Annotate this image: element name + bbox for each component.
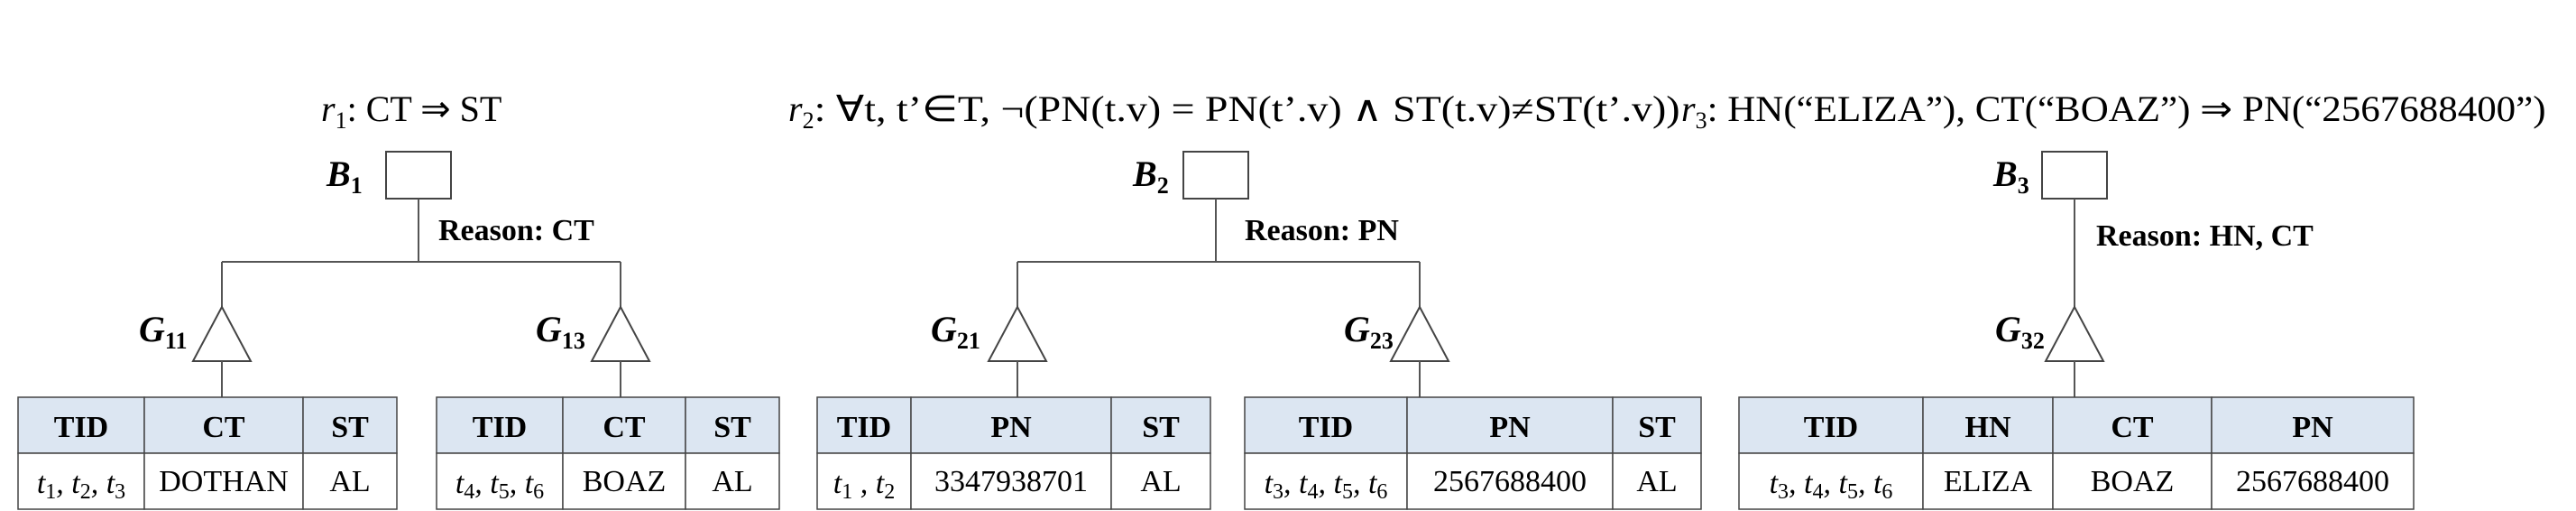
tree-b2-edges [1017, 199, 1421, 307]
value-cell: 3347938701 [934, 465, 1088, 498]
table-header-cell [1244, 396, 1408, 454]
table-header-cell [436, 396, 564, 454]
value-cell: AL [329, 465, 370, 498]
table-g23: TID PN ST t3, t4, t5, t6 2567688400 AL [1244, 396, 1702, 510]
value-cell: BOAZ [2091, 465, 2175, 498]
value-cell: AL [1140, 465, 1181, 498]
table-cell [2052, 452, 2213, 510]
col-header-pn: PN [2292, 411, 2333, 444]
table-cell [143, 452, 304, 510]
col-header-hn: HN [1965, 411, 2011, 444]
tid-cell: t3, t4, t5, t6 [1770, 467, 1893, 504]
group-g11-node [191, 304, 253, 362]
reason-b2: Reason: PN [1245, 214, 1399, 247]
value-cell: BOAZ [583, 465, 667, 498]
col-header-tid: TID [1299, 411, 1353, 444]
rule-r3: r3: HN(“ELIZA”), CT(“BOAZ”) ⇒ PN(“256768… [1681, 88, 2546, 134]
col-header-tid: TID [54, 411, 108, 444]
table-cell [436, 452, 564, 510]
table-cell [816, 452, 912, 510]
table-cell [910, 452, 1112, 510]
group-g32-node [2044, 304, 2105, 362]
table-g32: TID HN CT PN t3, t4, t5, t6 ELIZA BOAZ 2… [1738, 396, 2415, 510]
col-header-st: ST [1142, 411, 1180, 444]
tree-b2-leaf-edges [1017, 361, 1421, 397]
table-header-cell [685, 396, 780, 454]
tid-cell: t1 , t2 [833, 467, 895, 504]
tid-cell: t1, t2, t3 [37, 467, 125, 504]
rule-r2: r2: ∀t, t’∈T, ¬(PN(t.v) = PN(t’.v) ∧ ST(… [788, 88, 1680, 134]
block-b1-label: B1 [326, 153, 363, 199]
table-cell [302, 452, 398, 510]
table-cell [562, 452, 686, 510]
col-header-tid: TID [1804, 411, 1858, 444]
table-header-cell [2211, 396, 2415, 454]
table-cell [1738, 452, 1924, 510]
col-header-ct: CT [202, 411, 245, 444]
table-cell [2211, 452, 2415, 510]
value-cell: AL [712, 465, 752, 498]
tree-b1-edges [221, 199, 621, 307]
table-header-cell [1406, 396, 1614, 454]
table-cell [17, 452, 145, 510]
reason-b1: Reason: CT [438, 214, 594, 247]
value-cell: 2567688400 [1433, 465, 1587, 498]
block-b1-box [385, 151, 452, 200]
col-header-tid: TID [837, 411, 891, 444]
tid-cell: t3, t4, t5, t6 [1265, 467, 1388, 504]
col-header-st: ST [331, 411, 369, 444]
group-g11-label: G11 [139, 309, 187, 354]
table-header-cell [2052, 396, 2213, 454]
value-cell: ELIZA [1944, 465, 2033, 498]
reason-b3: Reason: HN, CT [2096, 219, 2314, 253]
table-cell [1612, 452, 1702, 510]
group-g32-label: G32 [1995, 309, 2045, 354]
tree-b1-leaf-edges [221, 361, 621, 397]
col-header-tid: TID [473, 411, 527, 444]
table-cell [1406, 452, 1614, 510]
table-cell [1244, 452, 1408, 510]
table-cell [1110, 452, 1211, 510]
table-header-cell [17, 396, 145, 454]
group-g13-label: G13 [536, 309, 585, 354]
table-header-cell [910, 396, 1112, 454]
table-header-cell [1110, 396, 1211, 454]
block-b3-label: B3 [1992, 153, 2029, 199]
col-header-ct: CT [603, 411, 646, 444]
table-g21: TID PN ST t1 , t2 3347938701 AL [816, 396, 1211, 510]
group-g21-node [987, 304, 1048, 362]
tid-cell: t4, t5, t6 [455, 467, 544, 504]
table-header-cell [1612, 396, 1702, 454]
table-header-cell [1922, 396, 2054, 454]
group-g13-node [590, 304, 651, 362]
block-b2-label: B2 [1132, 153, 1169, 199]
group-g21-label: G21 [931, 309, 980, 354]
group-g23-node [1389, 304, 1450, 362]
value-cell: 2567688400 [2236, 465, 2389, 498]
table-cell [685, 452, 780, 510]
table-g13: TID CT ST t4, t5, t6 BOAZ AL [436, 396, 780, 510]
value-cell: AL [1636, 465, 1677, 498]
col-header-pn: PN [990, 411, 1032, 444]
value-cell: DOTHAN [159, 465, 289, 498]
col-header-st: ST [713, 411, 751, 444]
table-g11: TID CT ST t1, t2, t3 DOTHAN AL [17, 396, 398, 510]
col-header-ct: CT [2111, 411, 2154, 444]
group-g23-label: G23 [1344, 309, 1394, 354]
block-b2-box [1182, 151, 1249, 200]
col-header-st: ST [1638, 411, 1676, 444]
block-b3-box [2041, 151, 2108, 200]
col-header-pn: PN [1489, 411, 1531, 444]
rule-r1: r1: CT ⇒ ST [321, 88, 501, 134]
